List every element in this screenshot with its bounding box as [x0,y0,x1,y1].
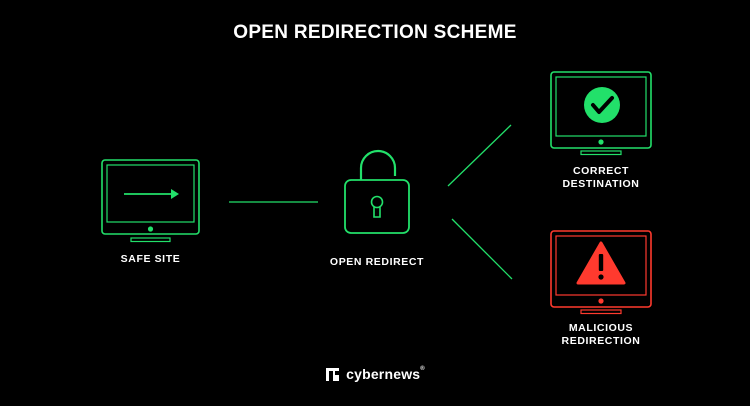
diagram-title: OPEN REDIRECTION SCHEME [233,22,517,43]
safe-site-label: SAFE SITE [120,253,181,265]
safe-site-monitor [101,159,200,243]
malicious-redirection-label: MALICIOUS REDIRECTION [561,322,641,347]
correct-destination-label: CORRECT DESTINATION [562,165,640,190]
connector-line-lower [451,218,513,280]
brand-footer: cybernews® [0,366,750,382]
unlocked-padlock-icon [344,149,410,234]
arrow-right-icon [124,189,179,199]
open-redirect-label: OPEN REDIRECT [329,256,425,268]
connector-line-upper [447,124,512,187]
cybernews-logo-icon [326,367,340,381]
checkmark-circle-icon [584,87,620,123]
brand-name: cybernews® [346,366,425,382]
malicious-redirection-monitor [550,230,652,315]
correct-destination-monitor [550,71,652,156]
warning-triangle-icon [576,241,626,285]
